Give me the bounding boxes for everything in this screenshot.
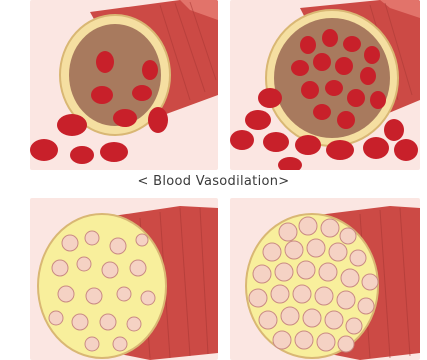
rbc [313, 53, 331, 71]
vessel-normal-illustration [30, 0, 218, 170]
fiber [315, 287, 333, 305]
rbc [278, 157, 302, 170]
fiber [285, 241, 303, 259]
rbc [326, 140, 354, 160]
fiber [338, 336, 354, 352]
fiber [337, 291, 355, 309]
rbc [300, 36, 316, 54]
rbc [347, 89, 365, 107]
fiber [303, 309, 321, 327]
rbc [360, 67, 376, 85]
rbc [132, 85, 152, 101]
fiber [362, 274, 378, 290]
fiber [72, 314, 88, 330]
fascicle-cross-section [38, 214, 166, 358]
fiber [293, 285, 311, 303]
rbc [291, 60, 309, 76]
fiber [299, 217, 317, 235]
fiber [350, 250, 366, 266]
rbc [113, 109, 137, 127]
rbc [263, 132, 289, 152]
fiber [341, 269, 359, 287]
fiber [295, 331, 313, 349]
fiber [58, 286, 74, 302]
fiber [85, 337, 99, 351]
rbc [313, 104, 331, 120]
rbc [57, 114, 87, 136]
fiber [275, 263, 293, 281]
fiber [85, 231, 99, 245]
fiber [130, 260, 146, 276]
fiber [281, 307, 299, 325]
fascicle-sparse-illustration [30, 198, 218, 360]
fiber [86, 288, 102, 304]
fascicle-dense-illustration [230, 198, 420, 360]
rbc [384, 119, 404, 141]
fascicle-dense-panel [230, 198, 420, 360]
fiber [77, 257, 91, 271]
rbc [363, 137, 389, 159]
fiber [319, 263, 337, 281]
rbc [245, 110, 271, 130]
fiber [325, 311, 343, 329]
fiber [113, 337, 127, 351]
fiber [321, 219, 339, 237]
vessel-dilated-illustration [230, 0, 420, 170]
fiber [340, 228, 356, 244]
rbc [142, 60, 158, 80]
rbc [148, 107, 168, 133]
rbc [394, 139, 418, 161]
rbc [322, 29, 338, 47]
fiber [346, 318, 362, 334]
fiber [358, 298, 374, 314]
fiber [279, 223, 297, 241]
rbc [91, 86, 113, 104]
figure-caption: < Blood Vasodilation> [0, 174, 427, 194]
rbc [343, 36, 361, 52]
fiber [141, 291, 155, 305]
fiber [253, 265, 271, 283]
rbc [325, 80, 343, 96]
fascicle-sparse-panel [30, 198, 218, 360]
rbc [295, 135, 321, 155]
fiber [62, 235, 78, 251]
rbc [370, 91, 386, 109]
fiber [110, 238, 126, 254]
rbc [258, 88, 282, 108]
fiber [117, 287, 131, 301]
fiber [249, 289, 267, 307]
rbc [364, 46, 380, 64]
rbc [335, 57, 353, 75]
vessel-dilated-panel [230, 0, 420, 170]
fiber [52, 260, 68, 276]
fiber [273, 331, 291, 349]
fiber [102, 262, 118, 278]
fiber [307, 239, 325, 257]
fiber [136, 234, 148, 246]
rbc [337, 111, 355, 129]
fiber [271, 285, 289, 303]
rbc [96, 51, 114, 73]
rbc [30, 139, 58, 161]
fiber [317, 333, 335, 351]
fiber [297, 261, 315, 279]
rbc [100, 142, 128, 162]
rbc [70, 146, 94, 164]
fiber [329, 243, 347, 261]
fiber [127, 317, 141, 331]
rbc [230, 130, 254, 150]
rbc [301, 81, 319, 99]
fiber [259, 311, 277, 329]
fiber [49, 311, 63, 325]
fiber [263, 243, 281, 261]
vessel-normal-panel [30, 0, 218, 170]
fiber [100, 314, 116, 330]
